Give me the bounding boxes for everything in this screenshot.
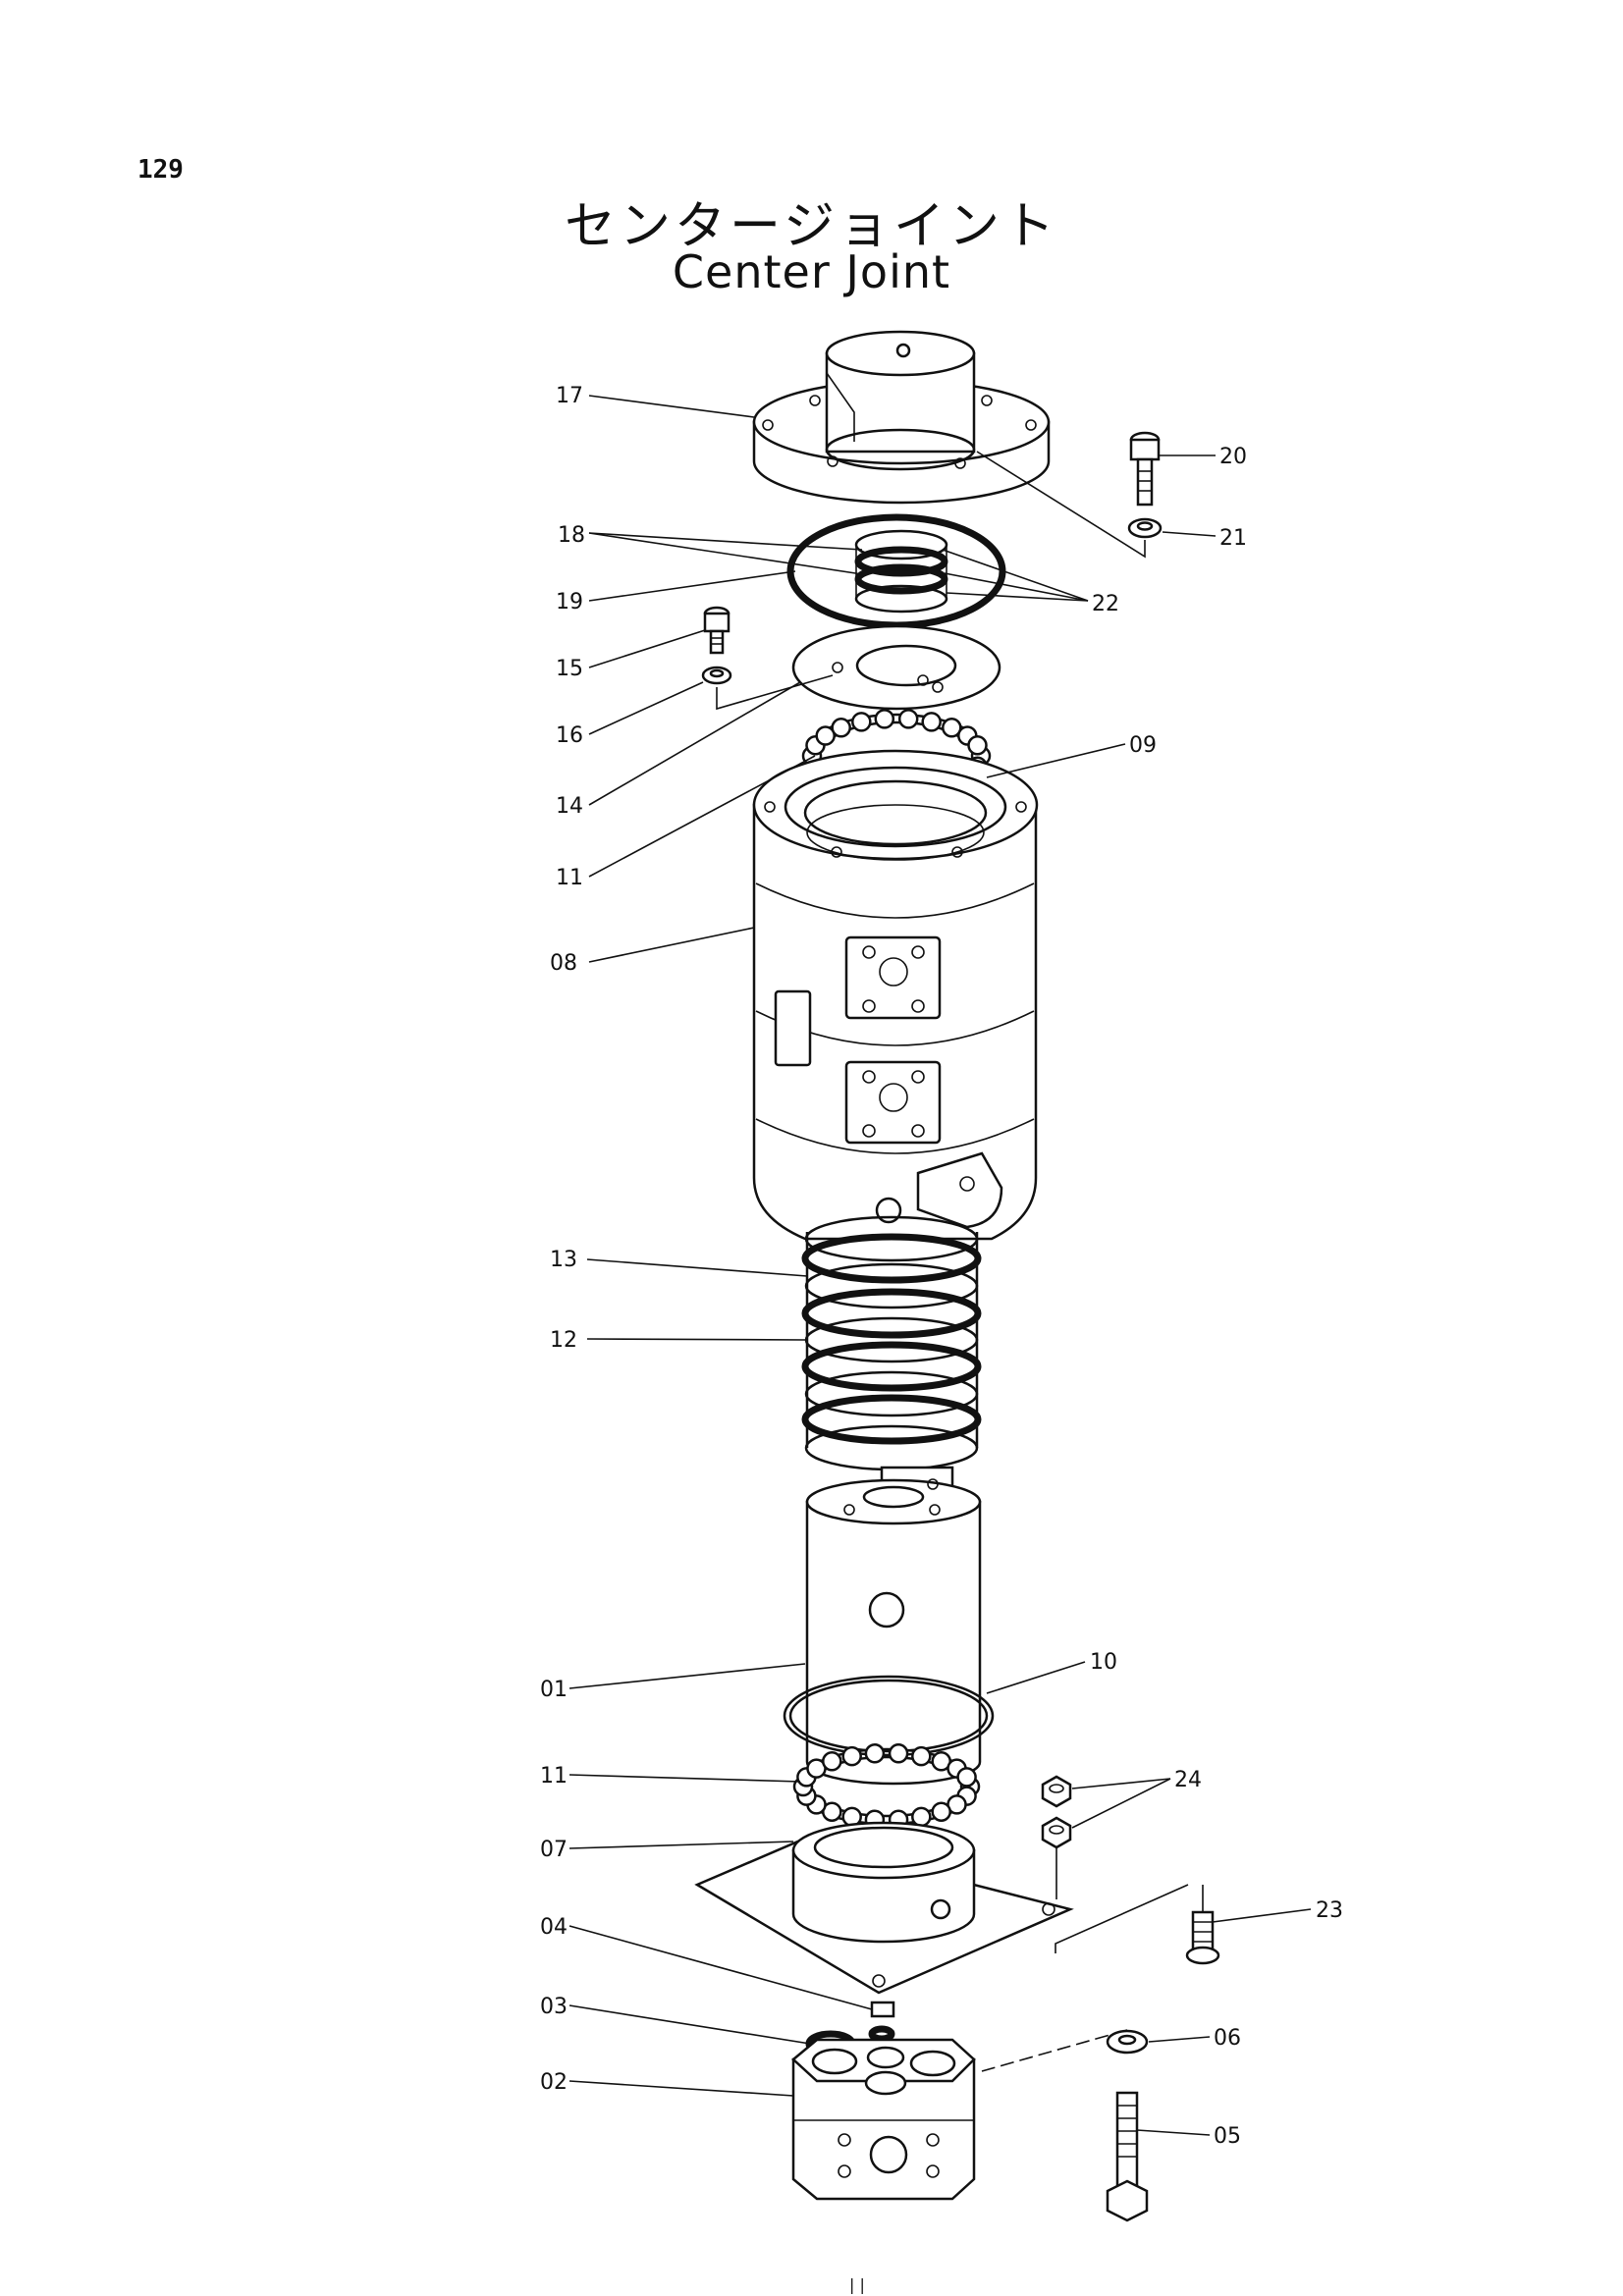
bearing-ball	[864, 1743, 886, 1764]
bearing-ball	[931, 1801, 951, 1822]
callout-07: 07	[540, 1838, 568, 1862]
bearing-ball	[897, 709, 919, 729]
callout-24: 24	[1174, 1768, 1202, 1792]
part-20-bolt	[1129, 431, 1161, 507]
callout-05: 05	[1214, 2124, 1241, 2149]
callout-02: 02	[540, 2070, 568, 2095]
callout-labels: 17 20 21 18 19 22 15 16 14 09 11 08 13 1…	[540, 384, 1343, 2149]
callout-11-top: 11	[556, 866, 583, 890]
callout-23: 23	[1316, 1898, 1343, 1923]
bearing-ball	[874, 709, 895, 729]
bearing-ball	[851, 712, 872, 732]
page-title-japanese: センタージョイント	[565, 197, 1058, 256]
bearing-ball	[956, 1767, 977, 1788]
callout-14: 14	[556, 794, 583, 819]
part-23-bolt	[1055, 1884, 1220, 1965]
part-13-12-spindle-seals	[801, 1215, 982, 1471]
bearing-ball	[911, 1745, 932, 1767]
part-04-o-ring	[870, 2001, 895, 2018]
callout-18: 18	[558, 523, 585, 548]
bearing-ball	[888, 1743, 909, 1764]
bearing-ball	[921, 712, 942, 732]
callout-11-lower: 11	[540, 1764, 568, 1789]
callout-19: 19	[556, 590, 583, 614]
part-18-19-22-seals	[786, 513, 1006, 629]
callout-22: 22	[1092, 592, 1119, 616]
callout-17: 17	[556, 384, 583, 408]
part-02-port-block	[791, 2038, 976, 2201]
callout-08: 08	[550, 951, 577, 976]
callout-21: 21	[1219, 526, 1247, 551]
bearing-ball	[831, 718, 851, 738]
part-01-rotor-shaft	[805, 1466, 982, 1786]
part-24-nuts	[1041, 1775, 1072, 1899]
bearing-ball	[815, 725, 836, 746]
footer-mark: | |	[849, 2275, 865, 2294]
bearing-ball	[967, 735, 988, 756]
callout-04: 04	[540, 1915, 568, 1940]
part-05-bolt	[1106, 2091, 1149, 2222]
callout-03: 03	[540, 1995, 568, 2019]
callout-06: 06	[1214, 2026, 1241, 2051]
callout-10: 10	[1090, 1650, 1117, 1675]
part-15-bolt	[703, 606, 730, 655]
part-14-plate	[791, 624, 1001, 711]
bearing-ball	[911, 1806, 932, 1828]
part-08-housing	[752, 749, 1039, 1241]
part-21-washer	[1127, 517, 1163, 539]
bearing-ball	[841, 1745, 862, 1767]
part-17-cover	[752, 330, 1051, 505]
part-16-washer	[701, 666, 732, 685]
leader-lines	[568, 395, 1312, 2136]
part-07-base-flange	[694, 1821, 1074, 1995]
page-number: 129	[137, 155, 184, 185]
part-06-washer	[1106, 2029, 1149, 2055]
callout-15: 15	[556, 657, 583, 681]
page-title-english: Center Joint	[672, 245, 951, 298]
callout-16: 16	[556, 723, 583, 748]
bearing-ball	[822, 1751, 842, 1772]
bearing-ball	[942, 718, 962, 738]
callout-12: 12	[550, 1328, 577, 1353]
callout-20: 20	[1219, 445, 1247, 469]
callout-01: 01	[540, 1678, 568, 1702]
callout-13: 13	[550, 1248, 577, 1272]
callout-09: 09	[1129, 733, 1157, 758]
